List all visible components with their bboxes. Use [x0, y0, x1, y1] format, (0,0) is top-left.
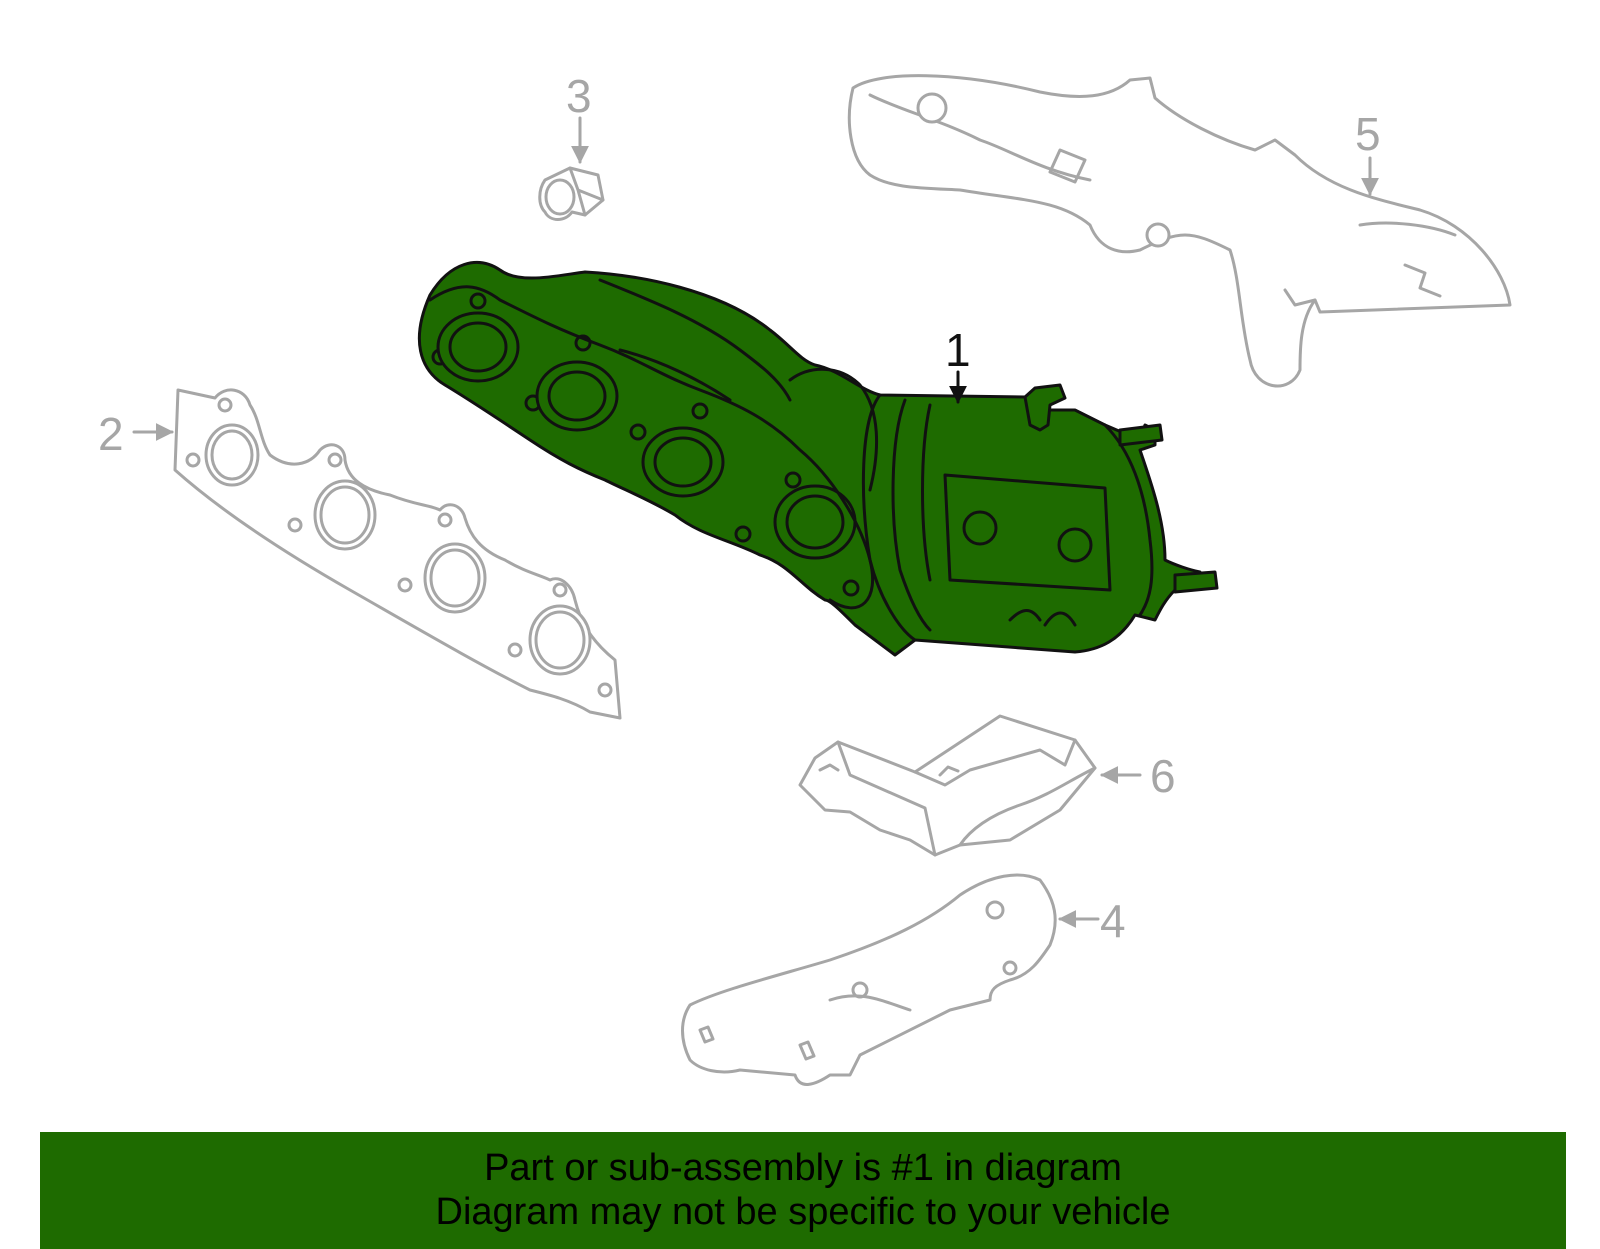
part-2-gasket[interactable] [173, 388, 622, 720]
callout-5: 5 [1355, 108, 1381, 160]
banner-line-1: Part or sub-assembly is #1 in diagram [484, 1147, 1122, 1189]
part-4-lower-heat-shield[interactable] [681, 873, 1057, 1086]
part-6-lower-heat-shield[interactable] [798, 714, 1097, 857]
callout-4: 4 [1100, 895, 1126, 947]
part-1-exhaust-manifold[interactable] [417, 261, 1219, 657]
callout-3: 3 [566, 70, 592, 122]
part-3-nut[interactable] [538, 166, 605, 221]
callout-6: 6 [1150, 750, 1176, 802]
part-5-upper-heat-shield[interactable] [847, 74, 1512, 388]
info-banner: Part or sub-assembly is #1 in diagram Di… [40, 1132, 1566, 1249]
callout-1: 1 [945, 324, 971, 376]
banner-line-2: Diagram may not be specific to your vehi… [435, 1191, 1171, 1233]
callout-2: 2 [98, 408, 124, 460]
